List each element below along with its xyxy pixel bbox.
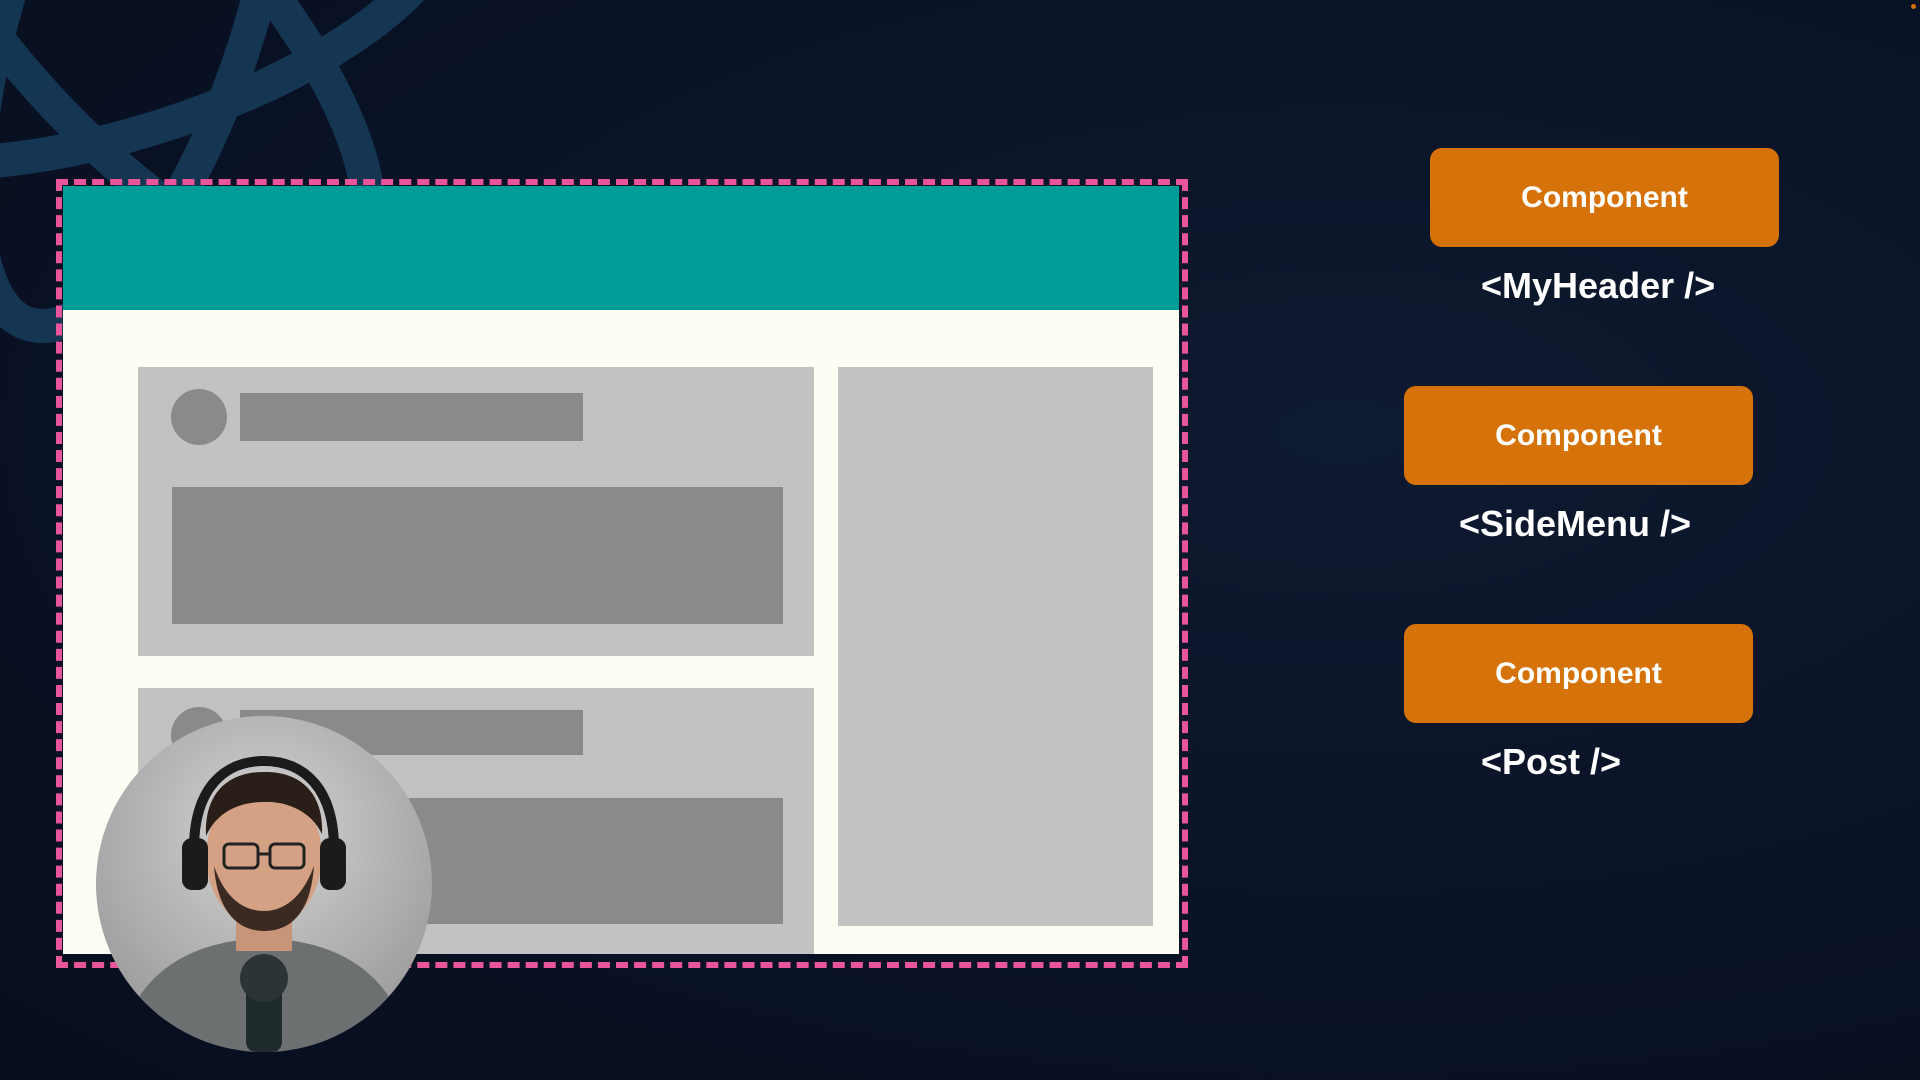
- presenter-figure: [116, 755, 412, 1052]
- myheader-tag: <MyHeader />: [1481, 265, 1716, 306]
- post-content-placeholder: [172, 487, 783, 624]
- sidemenu-tag: <SideMenu />: [1459, 503, 1692, 544]
- corner-indicator-dot: [1911, 4, 1916, 9]
- wireframe-header: [63, 186, 1179, 310]
- webcam-presenter: [96, 716, 432, 1052]
- component-box-sidemenu: Component: [1404, 386, 1753, 485]
- post-avatar-placeholder: [171, 389, 227, 445]
- post-title-placeholder: [240, 393, 583, 441]
- wireframe-post-card: [138, 367, 814, 656]
- post-tag: <Post />: [1481, 741, 1622, 782]
- component-box-myheader: Component: [1430, 148, 1779, 247]
- component-box-post: Component: [1404, 624, 1753, 723]
- wireframe-side-menu: [838, 367, 1153, 926]
- app-dashed-outline: [56, 179, 1188, 968]
